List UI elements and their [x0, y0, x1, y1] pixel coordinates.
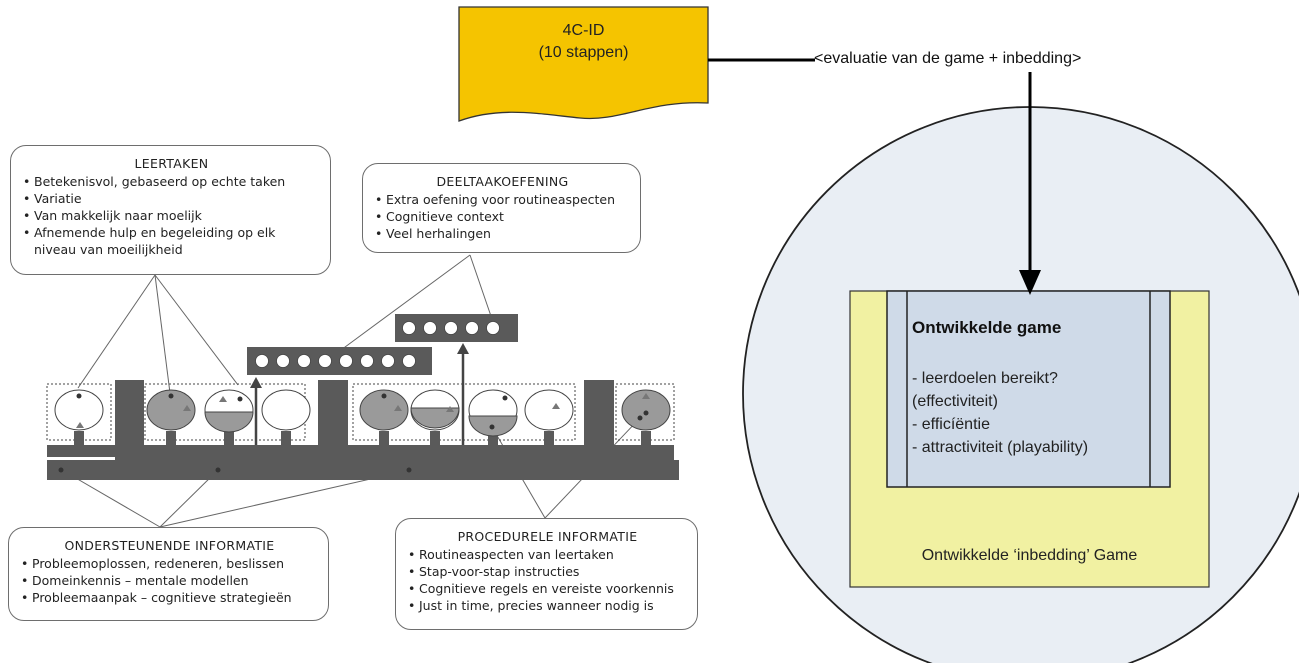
ondersteunende-box: ONDERSTEUNENDE INFORMATIE Probleemoploss… [8, 527, 329, 621]
game-line: (effectiviteit) [912, 393, 998, 410]
game-line: - attractiviteit (playability) [912, 439, 1089, 456]
procedurele-title: PROCEDURELE INFORMATIE [457, 529, 638, 544]
fourcid-title: 4C-ID [562, 22, 605, 39]
ondersteunende-item: Domeinkennis – mentale modellen [21, 572, 318, 589]
ondersteunende-item: Probleemaanpak – cognitieve strategieën [21, 589, 318, 606]
leertaken-item: Betekenisvol, gebaseerd op echte taken [23, 173, 320, 190]
procedurele-item: Stap-voor-stap instructies [408, 563, 687, 580]
leertaken-item: Van makkelijk naar moelijk [23, 207, 320, 224]
leertaken-title: LEERTAKEN [134, 156, 209, 171]
game-line: - efficíëntie [912, 416, 990, 433]
game-lines: - leerdoelen bereikt? (effectiviteit) - … [912, 367, 1088, 459]
fourcid-model-illustration [46, 254, 679, 528]
leertaken-item: Variatie [23, 190, 320, 207]
procedurele-item: Routineaspecten van leertaken [408, 546, 687, 563]
leertaken-item: Afnemende hulp en begeleiding op elk [23, 224, 320, 241]
deeltaakoefening-item: Veel herhalingen [375, 225, 630, 242]
leertaken-item-continued: niveau van moeilijkheid [34, 242, 183, 257]
deeltaakoefening-title: DEELTAAKOEFENING [436, 174, 569, 189]
deeltaakoefening-box: DEELTAAKOEFENING Extra oefening voor rou… [362, 163, 641, 253]
procedurele-item: Cognitieve regels en vereiste voorkennis [408, 580, 687, 597]
evaluation-label: <evaluatie van de game + inbedding> [814, 50, 1082, 67]
deeltaakoefening-item: Extra oefening voor routineaspecten [375, 191, 630, 208]
fourcid-document-shape [458, 6, 709, 122]
game-title: Ontwikkelde game [912, 318, 1062, 337]
game-line: - leerdoelen bereikt? [912, 370, 1058, 387]
procedurele-item: Just in time, precies wanneer nodig is [408, 597, 687, 614]
ondersteunende-title: ONDERSTEUNENDE INFORMATIE [64, 538, 275, 553]
game-box [886, 290, 1171, 488]
procedurele-box: PROCEDURELE INFORMATIE Routineaspecten v… [395, 518, 698, 630]
fourcid-subtitle: (10 stappen) [538, 44, 629, 61]
deeltaakoefening-item: Cognitieve context [375, 208, 630, 225]
leertaken-box: LEERTAKEN Betekenisvol, gebaseerd op ech… [10, 145, 331, 275]
inbedding-label: Ontwikkelde ‘inbedding’ Game [921, 547, 1138, 564]
ondersteunende-item: Probleemoplossen, redeneren, beslissen [21, 555, 318, 572]
arrow-head [1019, 270, 1041, 295]
